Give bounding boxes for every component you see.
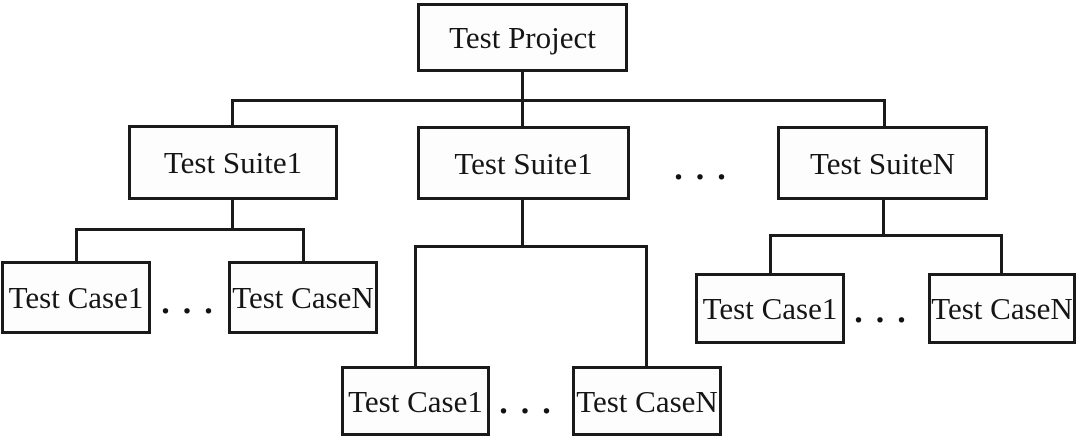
node-branch3-test-case-n: Test CaseN [928,273,1076,344]
connector-branch3-bus [769,234,1003,237]
node-branch1-test-case-n: Test CaseN [228,261,378,334]
connector-branch1-stem [231,200,234,231]
connector-suites-bus [231,99,886,102]
node-branch1-test-case-1: Test Case1 [1,261,151,334]
connector-branch1-bus [75,228,305,231]
node-test-project: Test Project [417,3,628,72]
connector-branch2-caseN-drop [645,245,648,367]
node-branch2-test-case-1: Test Case1 [341,366,490,436]
branch3-cases-ellipsis: ... [852,281,918,332]
node-test-suite-1: Test Suite1 [128,125,338,200]
node-branch2-test-case-n: Test CaseN [572,366,722,436]
branch2-cases-ellipsis: ... [497,372,563,423]
node-test-suite-n: Test SuiteN [777,126,988,200]
connector-branch2-bus [414,245,648,248]
connector-suite1-mid-drop [521,99,524,128]
connector-suiteN-drop [883,99,886,128]
connector-branch3-caseN-drop [1000,234,1003,274]
connector-branch3-case1-drop [769,234,772,274]
connector-branch3-stem [882,200,885,237]
connector-branch2-case1-drop [414,245,417,367]
connector-root-stem [521,72,524,102]
branch1-cases-ellipsis: ... [159,272,225,323]
connector-branch2-stem [521,200,524,248]
connector-branch1-case1-drop [75,228,78,262]
node-branch3-test-case-1: Test Case1 [695,273,845,344]
node-test-suite-middle: Test Suite1 [417,126,630,200]
suites-ellipsis: ... [672,138,738,189]
connector-suite1-left-drop [231,99,234,127]
connector-branch1-caseN-drop [302,228,305,262]
